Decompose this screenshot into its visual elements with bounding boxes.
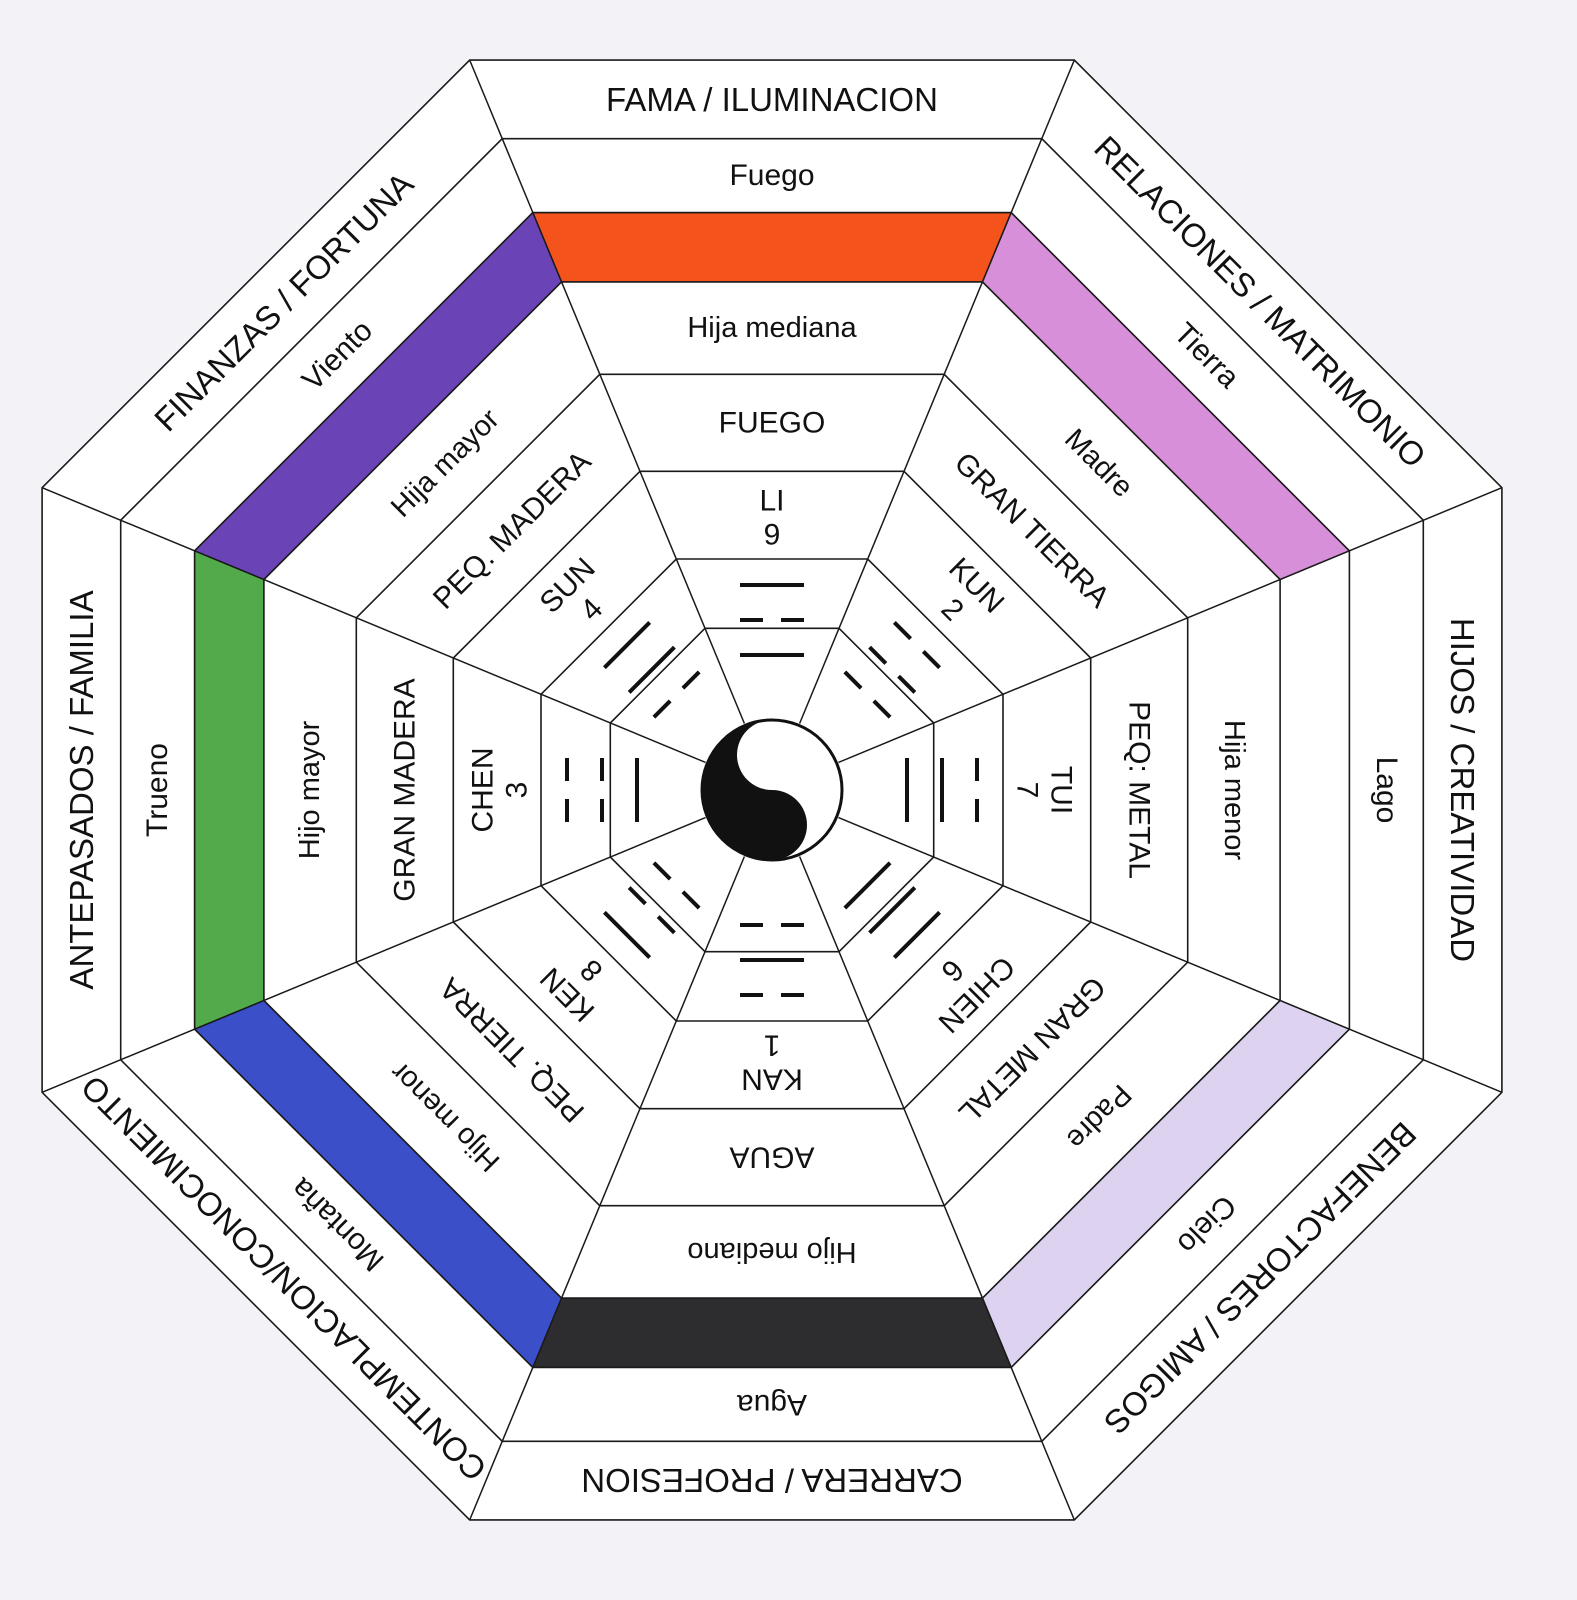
sector-dividers [41, 59, 1503, 1521]
yin-line [656, 915, 676, 935]
color-band-south [531, 212, 1013, 283]
family-label-north: Hijo mediano [687, 1236, 856, 1268]
trigram-name-east: CHEN [467, 747, 500, 832]
trigram-number-west: 7 [1010, 782, 1043, 799]
yang-line [603, 910, 652, 959]
yin-line [897, 674, 917, 694]
trigram-west [905, 758, 979, 822]
yin-line [872, 699, 892, 719]
family-label-east: Hijo mayor [294, 720, 326, 859]
sector-divider [798, 856, 1075, 1521]
sector-divider [838, 816, 1503, 1093]
sector-divider [41, 816, 706, 1093]
sector-divider [838, 487, 1503, 764]
yin-line [681, 890, 701, 910]
family-label-west: Hija menor [1218, 720, 1250, 861]
sector-divider [469, 59, 746, 724]
trigram-number-south: 9 [764, 519, 781, 552]
trigram-northeast [603, 861, 701, 959]
area-label-west: HIJOS / CREATIVIDAD [1444, 618, 1481, 962]
trigram-northwest [843, 861, 941, 959]
area-label-east: ANTEPASADOS / FAMILIA [63, 590, 100, 989]
sector-divider [41, 487, 706, 764]
kind-label-west: PEQ: METAL [1123, 701, 1156, 879]
trigrams [565, 583, 979, 997]
yang-line [603, 621, 652, 670]
element-label-south: Fuego [729, 159, 814, 192]
trigram-southeast [603, 621, 701, 719]
element-label-east: Trueno [141, 743, 174, 837]
trigram-southwest [843, 621, 941, 719]
yin-line [652, 861, 672, 881]
trigram-name-south: LI [759, 485, 784, 518]
trigram-east [565, 758, 639, 822]
yin-line [868, 645, 888, 665]
element-label-west: Lago [1370, 757, 1403, 824]
trigram-north [740, 923, 804, 997]
trigram-south [740, 583, 804, 657]
color-band-east [194, 549, 265, 1031]
sector-divider [798, 59, 1075, 724]
kind-label-south: FUEGO [719, 406, 826, 439]
area-label-south: FAMA / ILUMINACION [606, 81, 938, 118]
yin-line [843, 670, 863, 690]
trigram-name-west: TUI [1044, 766, 1077, 814]
yin-line [681, 670, 701, 690]
kind-label-north: AGUA [729, 1141, 814, 1174]
trigram-name-north: KAN [741, 1062, 803, 1095]
trigram-number-east: 3 [501, 782, 534, 799]
yang-line [892, 910, 941, 959]
yin-line [652, 699, 672, 719]
kind-label-east: GRAN MADERA [388, 678, 421, 901]
center-symbol [700, 718, 844, 862]
family-label-south: Hija mediana [687, 312, 857, 344]
yin-line [921, 649, 941, 670]
sector-divider [469, 856, 746, 1521]
element-label-north: Agua [737, 1388, 807, 1421]
yang-line [868, 886, 917, 935]
trigram-number-north: 1 [764, 1028, 781, 1061]
area-label-north: CARRERA / PROFESION [581, 1462, 962, 1499]
yang-line [627, 645, 676, 694]
yang-line [843, 861, 892, 910]
yin-yang-icon [700, 718, 844, 862]
yin-line [892, 621, 913, 641]
color-band-north [531, 1297, 1013, 1369]
yin-line [627, 886, 647, 906]
